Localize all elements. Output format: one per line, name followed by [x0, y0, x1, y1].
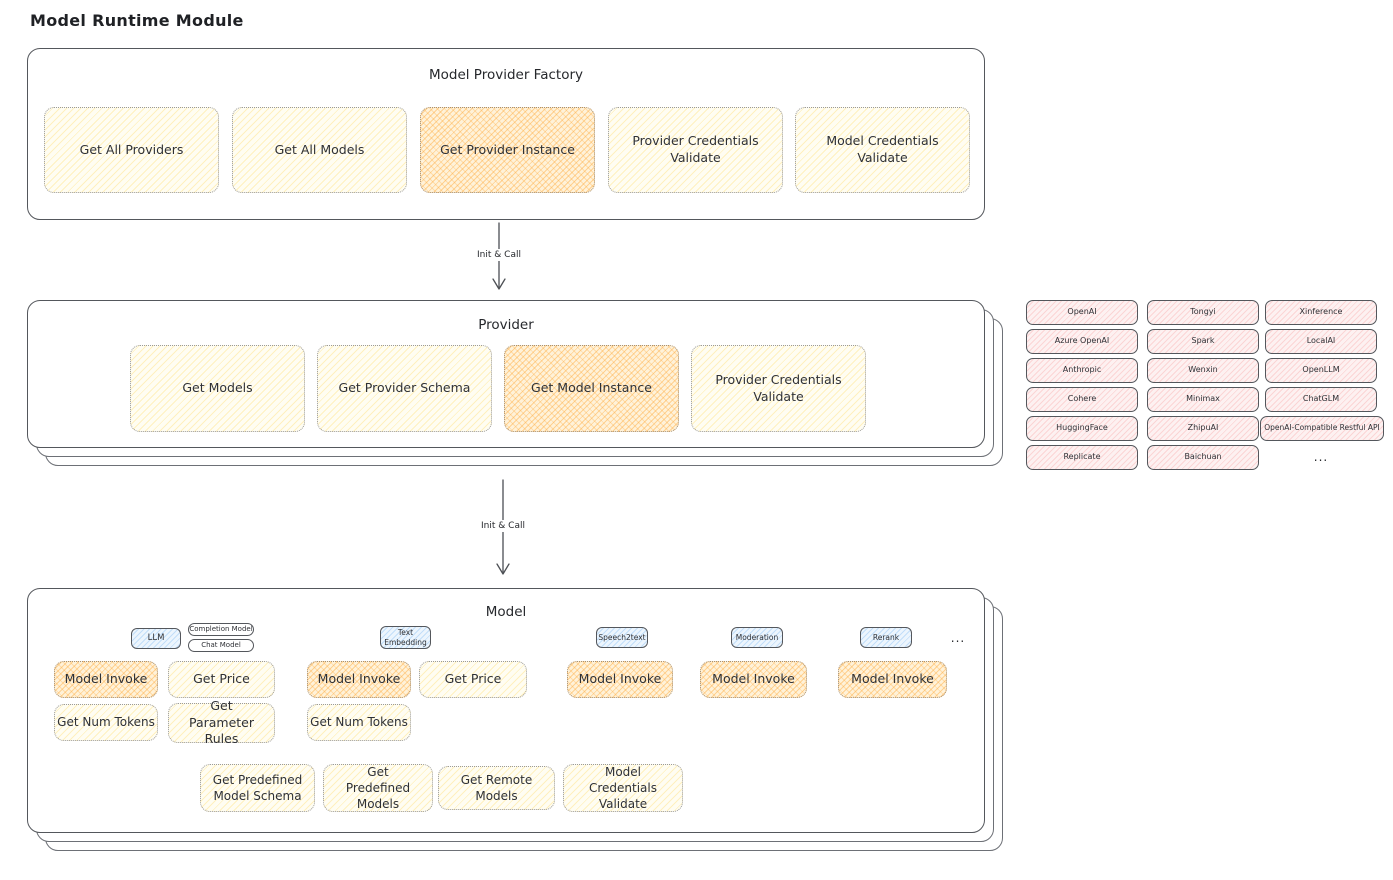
llm-get-parameter-rules: Get Parameter Rules	[168, 698, 275, 746]
provider-chip-replicate: Replicate	[1026, 445, 1138, 470]
arrow-label-init-call-2: Init & Call	[463, 520, 543, 532]
model-credentials-validate: Model Credentials Validate	[563, 764, 683, 812]
factory-get-all-models: Get All Models	[232, 107, 407, 193]
tab-text-embedding: Text Embedding	[380, 626, 431, 649]
provider-chip-huggingface: HuggingFace	[1026, 416, 1138, 441]
moderation-model-invoke: Model Invoke	[700, 661, 807, 698]
tab-completion-model: Completion Model	[188, 623, 254, 636]
provider-chip-minimax: Minimax	[1147, 387, 1259, 412]
model-title: Model	[485, 604, 527, 620]
provider-chip-cohere: Cohere	[1026, 387, 1138, 412]
factory-title: Model Provider Factory	[428, 67, 583, 83]
providers-more-ellipsis: ...	[1313, 450, 1329, 465]
rerank-model-invoke: Model Invoke	[838, 661, 947, 698]
provider-chip-localai: LocalAI	[1265, 329, 1377, 354]
provider-chip-openai-compatible: OpenAI-Compatible Restful API	[1260, 416, 1384, 441]
provider-chip-azure-openai: Azure OpenAI	[1026, 329, 1138, 354]
factory-model-credentials-validate: Model Credentials Validate	[795, 107, 970, 193]
provider-chip-zhipuai: ZhipuAI	[1147, 416, 1259, 441]
factory-get-all-providers: Get All Providers	[44, 107, 219, 193]
factory-get-provider-instance: Get Provider Instance	[420, 107, 595, 193]
tab-speech2text: Speech2text	[596, 627, 648, 648]
tab-llm: LLM	[131, 628, 181, 649]
get-remote-models: Get Remote Models	[438, 766, 555, 810]
provider-title: Provider	[478, 317, 534, 333]
arrow-label-init-call-1: Init & Call	[459, 249, 539, 261]
provider-get-model-instance: Get Model Instance	[504, 345, 679, 432]
page-title: Model Runtime Module	[30, 11, 244, 30]
provider-chip-openllm: OpenLLM	[1265, 358, 1377, 383]
get-predefined-models: Get Predefined Models	[323, 764, 433, 812]
provider-chip-openai: OpenAI	[1026, 300, 1138, 325]
provider-credentials-validate: Provider Credentials Validate	[691, 345, 866, 432]
tab-moderation: Moderation	[731, 627, 783, 648]
llm-get-price: Get Price	[168, 661, 275, 698]
tab-rerank: Rerank	[860, 627, 912, 648]
factory-provider-credentials-validate: Provider Credentials Validate	[608, 107, 783, 193]
provider-chip-baichuan: Baichuan	[1147, 445, 1259, 470]
provider-chip-spark: Spark	[1147, 329, 1259, 354]
provider-chip-tongyi: Tongyi	[1147, 300, 1259, 325]
text-embedding-get-price: Get Price	[419, 661, 527, 698]
get-predefined-model-schema: Get Predefined Model Schema	[200, 764, 315, 812]
llm-model-invoke: Model Invoke	[54, 661, 158, 698]
speech2text-model-invoke: Model Invoke	[567, 661, 673, 698]
provider-chip-wenxin: Wenxin	[1147, 358, 1259, 383]
tabs-more-ellipsis: ...	[950, 631, 966, 646]
text-embedding-get-num-tokens: Get Num Tokens	[307, 704, 411, 741]
provider-get-models: Get Models	[130, 345, 305, 432]
llm-get-num-tokens: Get Num Tokens	[54, 704, 158, 741]
provider-get-provider-schema: Get Provider Schema	[317, 345, 492, 432]
text-embedding-model-invoke: Model Invoke	[307, 661, 411, 698]
tab-chat-model: Chat Model	[188, 639, 254, 652]
provider-chip-chatglm: ChatGLM	[1265, 387, 1377, 412]
provider-chip-xinference: Xinference	[1265, 300, 1377, 325]
provider-chip-anthropic: Anthropic	[1026, 358, 1138, 383]
